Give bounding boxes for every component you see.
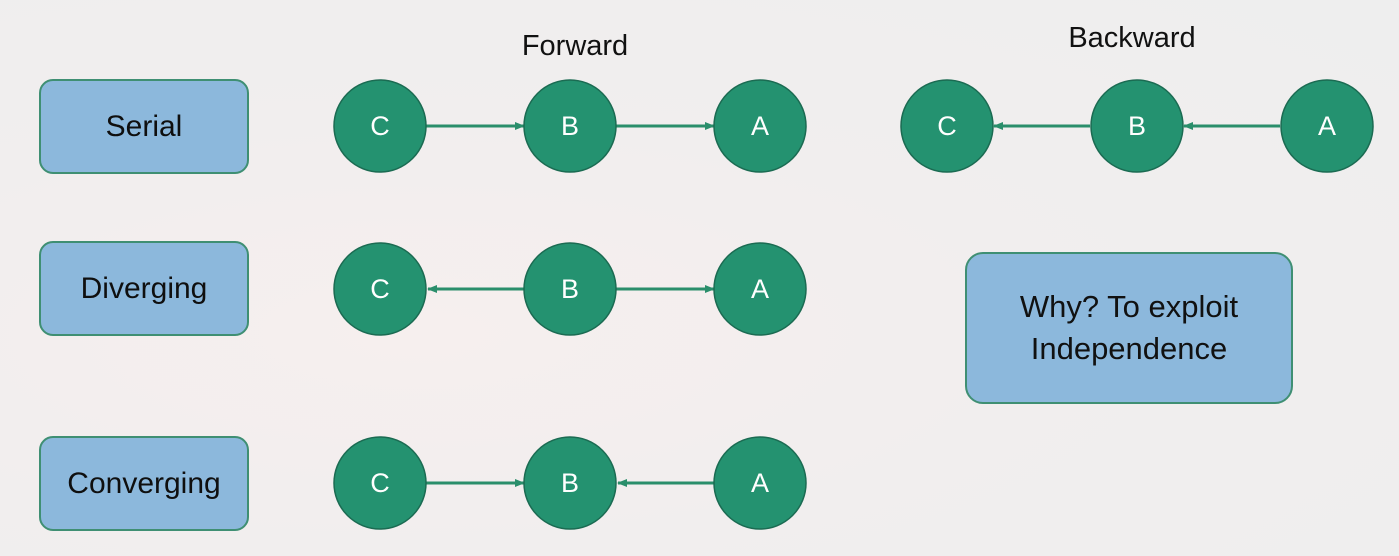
diverging-node-c: C	[333, 242, 427, 336]
node-label: B	[561, 111, 579, 141]
node-label: C	[370, 111, 390, 141]
serial-backward-node-b: B	[1090, 79, 1184, 173]
serial-forward-node-c: C	[333, 79, 427, 173]
node-label: A	[751, 274, 769, 304]
serial-forward-node-b: B	[523, 79, 617, 173]
why-independence-box: Why? To exploit Independence	[965, 252, 1293, 404]
serial-backward-node-c: C	[900, 79, 994, 173]
node-label: B	[1128, 111, 1146, 141]
serial-backward-node-a: A	[1280, 79, 1374, 173]
diverging-label-box: Diverging	[39, 241, 249, 336]
node-label: C	[370, 468, 390, 498]
converging-label-box: Converging	[39, 436, 249, 531]
why-line-2: Independence	[1030, 331, 1228, 366]
node-label: A	[1318, 111, 1336, 141]
node-label: C	[937, 111, 957, 141]
node-label: A	[751, 468, 769, 498]
node-label: A	[751, 111, 769, 141]
node-label: C	[370, 274, 390, 304]
diverging-node-a: A	[713, 242, 807, 336]
serial-forward-node-a: A	[713, 79, 807, 173]
converging-node-c: C	[333, 436, 427, 530]
converging-node-a: A	[713, 436, 807, 530]
diverging-node-b: B	[523, 242, 617, 336]
why-line-1: Why? To exploit	[1019, 289, 1239, 325]
backward-heading: Backward	[1068, 22, 1196, 54]
node-label: B	[561, 468, 579, 498]
serial-label-box: Serial	[39, 79, 249, 174]
node-label: B	[561, 274, 579, 304]
forward-heading: Forward	[521, 30, 629, 62]
converging-node-b: B	[523, 436, 617, 530]
